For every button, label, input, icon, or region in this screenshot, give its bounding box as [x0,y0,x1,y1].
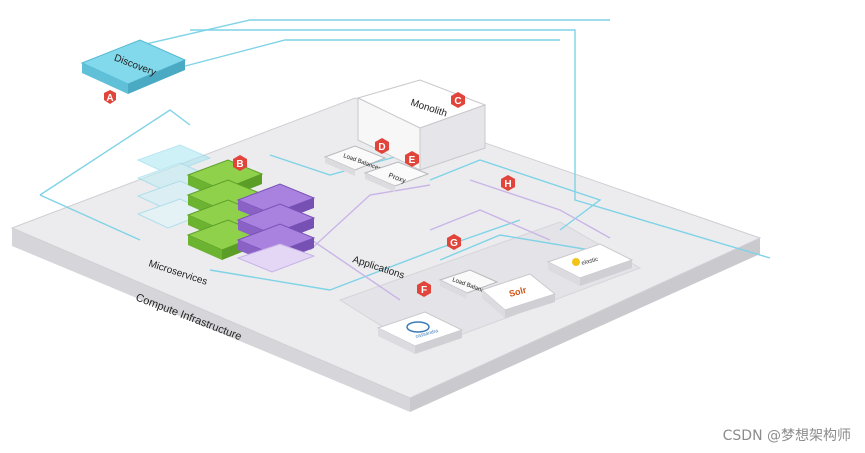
badge-e: E [405,151,419,167]
svg-text:A: A [106,93,113,104]
badge-h: H [501,175,515,191]
badge-a: A [104,90,116,104]
svg-text:E: E [409,155,416,166]
load-balancer-node-1: Load Balancer [323,145,387,176]
app-cassandra-label: cassandra [415,328,439,340]
badge-b: B [233,155,247,171]
app-solr-node: Solr [481,273,557,318]
svg-text:D: D [378,142,385,153]
badge-c: C [451,92,465,108]
svg-text:C: C [454,96,461,107]
badge-d: D [375,138,389,154]
monolith-node: Monolith [356,79,487,171]
app-elastic-label: elastic [581,257,599,267]
app-elastic-node: elastic [546,243,634,286]
app-cassandra-node: cassandra [376,311,464,354]
elastic-logo-icon [572,258,580,266]
load-balancer-node-2: Load Balancer [438,269,499,299]
microservices-purple-stack [236,183,316,273]
svg-text:B: B [236,159,243,170]
svg-text:F: F [421,285,427,296]
svg-text:H: H [504,179,511,190]
csdn-watermark: CSDN @梦想架构师 [722,428,851,444]
svg-text:G: G [450,238,458,249]
badge-g: G [447,234,461,250]
badge-f: F [417,281,431,297]
connector-lines [39,19,771,301]
proxy-node: Proxy [363,161,430,192]
discovery-node: Discovery [80,39,187,94]
app-solr-label: Solr [508,285,528,299]
microservices-cyan-stack [136,144,212,229]
cassandra-eye-icon [406,321,430,333]
